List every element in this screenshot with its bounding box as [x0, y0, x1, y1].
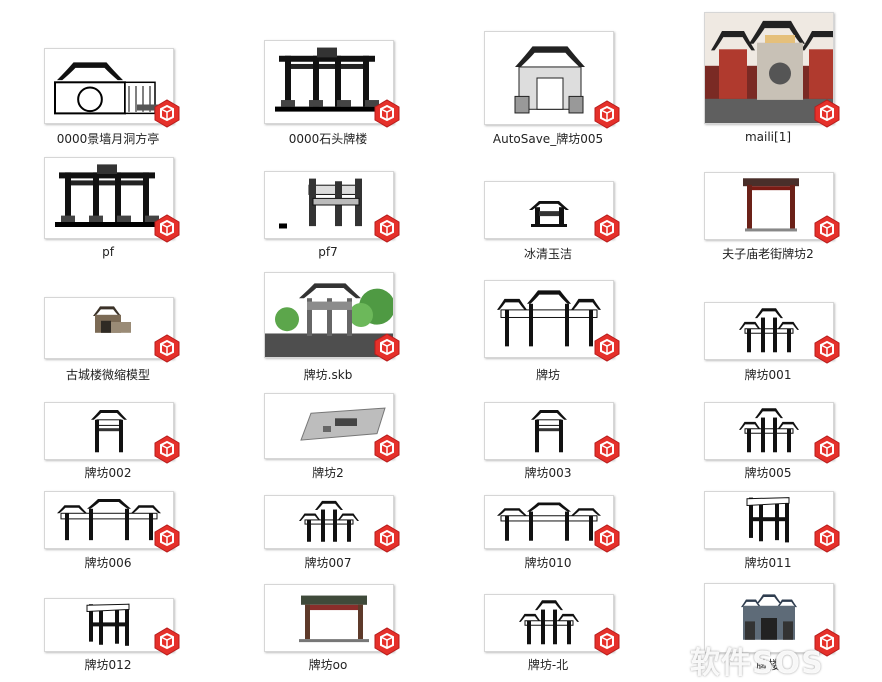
- file-thumbnail: [704, 583, 834, 653]
- file-thumbnail: [44, 48, 174, 124]
- sketchup-file-icon: [592, 213, 622, 243]
- file-name-label: 夫子庙老街牌坊2: [722, 247, 814, 261]
- file-thumbnail: [484, 181, 614, 239]
- file-thumbnail: [484, 495, 614, 549]
- file-name-label: 牌坊005: [744, 466, 792, 480]
- sketchup-file-icon: [372, 433, 402, 463]
- sketchup-file-icon: [372, 332, 402, 362]
- file-thumbnail: [44, 491, 174, 549]
- sketchup-file-icon: [812, 627, 842, 657]
- file-name-label: 古城楼微缩模型: [65, 368, 150, 382]
- sketchup-file-icon: [592, 332, 622, 362]
- file-thumbnail: [264, 584, 394, 652]
- sketchup-file-icon: [592, 99, 622, 129]
- file-name-label: pf7: [318, 245, 338, 259]
- file-thumbnail: [484, 402, 614, 460]
- file-thumbnail: [704, 491, 834, 549]
- sketchup-file-icon: [152, 213, 182, 243]
- file-thumbnail: [264, 393, 394, 459]
- sketchup-file-icon: [812, 98, 842, 128]
- file-name-label: 牌坊oo: [308, 658, 348, 672]
- file-thumbnail: [44, 598, 174, 652]
- file-name-label: 牌坊012: [84, 658, 132, 672]
- file-name-label: AutoSave_牌坊005: [492, 132, 604, 146]
- sketchup-file-icon: [152, 434, 182, 464]
- file-thumbnail: [264, 40, 394, 124]
- sketchup-file-icon: [372, 626, 402, 656]
- file-thumbnail: [484, 594, 614, 652]
- sketchup-file-icon: [152, 523, 182, 553]
- file-name-label: 0000景墙月洞方亭: [56, 132, 160, 146]
- sketchup-file-icon: [372, 98, 402, 128]
- file-name-label: 牌坊001: [744, 368, 792, 382]
- sketchup-file-icon: [812, 523, 842, 553]
- file-thumbnail: [704, 172, 834, 240]
- file-thumbnail: [264, 171, 394, 239]
- file-name-label: pf: [102, 245, 114, 259]
- file-name-label: 牌坊.skb: [303, 368, 353, 382]
- sketchup-file-icon: [372, 213, 402, 243]
- file-name-label: maili[1]: [744, 130, 792, 144]
- sketchup-file-icon: [152, 98, 182, 128]
- sketchup-file-icon: [592, 523, 622, 553]
- file-name-label: 牌坊003: [524, 466, 572, 480]
- file-thumbnail: [44, 297, 174, 359]
- file-name-label: 牌楼: [755, 658, 780, 672]
- file-name-label: 牌坊-北: [527, 658, 569, 672]
- sketchup-file-icon: [592, 626, 622, 656]
- sketchup-file-icon: [812, 334, 842, 364]
- file-thumbnail: [44, 402, 174, 460]
- sketchup-file-icon: [152, 626, 182, 656]
- file-name-label: 牌坊010: [524, 556, 572, 570]
- file-thumbnail: [264, 272, 394, 358]
- file-name-label: 牌坊002: [84, 466, 132, 480]
- file-thumbnail: [484, 280, 614, 358]
- watermark-logo: 软件SOS: [690, 646, 824, 681]
- file-name-label: 牌坊006: [84, 556, 132, 570]
- sketchup-file-icon: [372, 523, 402, 553]
- file-thumbnail: [44, 157, 174, 239]
- file-name-label: 冰清玉洁: [523, 247, 572, 261]
- file-name-label: 0000石头牌楼: [288, 132, 368, 146]
- file-name-label: 牌坊: [535, 368, 560, 382]
- file-name-label: 牌坊011: [744, 556, 792, 570]
- file-thumbnail: [704, 302, 834, 360]
- file-thumbnail: [264, 495, 394, 549]
- file-name-label: 牌坊2: [312, 466, 344, 480]
- file-thumbnail: [484, 31, 614, 125]
- sketchup-file-icon: [812, 434, 842, 464]
- file-name-label: 牌坊007: [304, 556, 352, 570]
- file-thumbnail: [704, 402, 834, 460]
- sketchup-file-icon: [812, 214, 842, 244]
- sketchup-file-icon: [152, 333, 182, 363]
- sketchup-file-icon: [592, 434, 622, 464]
- file-thumbnail: [704, 12, 834, 124]
